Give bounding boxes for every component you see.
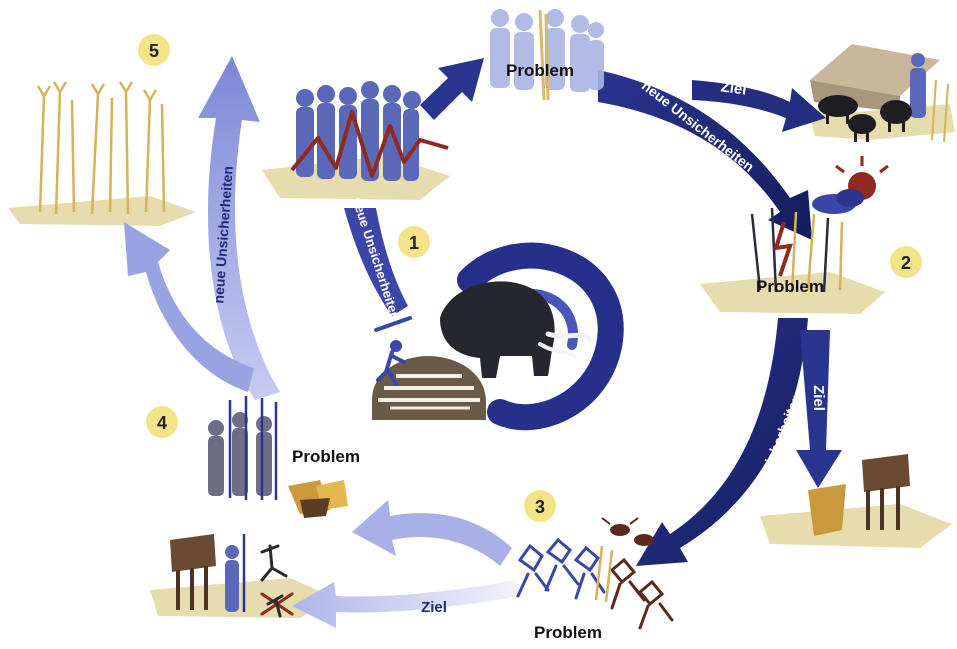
step-badge-4: 4 (146, 406, 178, 438)
hut-icon (372, 356, 486, 420)
stilt-house-small-icon (170, 534, 216, 610)
problem-label-top: Problem (506, 61, 574, 80)
grain-stalk-stage-3 (594, 545, 614, 603)
step-badge-3: 3 (524, 490, 556, 522)
arrow-goal-top (692, 80, 826, 132)
step-badge-2: 2 (890, 246, 922, 278)
grain-field-icon (36, 81, 166, 215)
problem-label-stage-4: Problem (292, 447, 360, 466)
livestock-icon (818, 95, 912, 142)
problem-label-stage-2: Problem (756, 277, 824, 296)
figures-icon (516, 537, 606, 600)
step-badge-5: 5 (138, 34, 170, 66)
problem-label-stage-3: Problem (534, 623, 602, 642)
arrow-goal-right (796, 330, 842, 488)
figures-dark-icon (609, 557, 674, 630)
goal-label-right: Ziel (810, 385, 827, 411)
arrow-start-to-problem (420, 58, 484, 120)
person-with-spear-icon (225, 534, 246, 612)
mammoth-icon (440, 281, 593, 378)
step-number-2: 2 (901, 253, 911, 273)
arrow-stage-4-to-5 (198, 56, 280, 400)
people-crowd-icon (290, 81, 449, 181)
arrow-goal-bottom (292, 580, 520, 628)
insect-icon (601, 517, 654, 546)
storm-icon (812, 156, 889, 214)
damaged-grain-icon (750, 207, 844, 293)
stilt-house-icon (862, 454, 910, 530)
hunter-icon (374, 316, 412, 386)
warriors-icon (208, 396, 278, 500)
step-number-1: 1 (409, 233, 419, 253)
storage-pot-icon (808, 484, 846, 536)
pottery-icon (288, 480, 348, 518)
arrow-stage-1-to-center (344, 208, 408, 316)
goal-label-top: Ziel (720, 78, 748, 98)
fallen-figures-icon (260, 544, 294, 618)
arrow-problem-to-stage-2 (598, 70, 812, 240)
people-group-icon (490, 9, 604, 101)
arrow-goal-left (124, 222, 254, 392)
step-number-3: 3 (535, 497, 545, 517)
step-number-4: 4 (157, 413, 167, 433)
step-number-5: 5 (149, 41, 159, 61)
goal-label-bottom: Ziel (421, 599, 447, 616)
arrow-stage-3-to-4 (352, 500, 512, 566)
step-badge-1: 1 (398, 226, 430, 258)
barn-icon (810, 44, 940, 118)
grain-stalks-icon (931, 79, 949, 143)
